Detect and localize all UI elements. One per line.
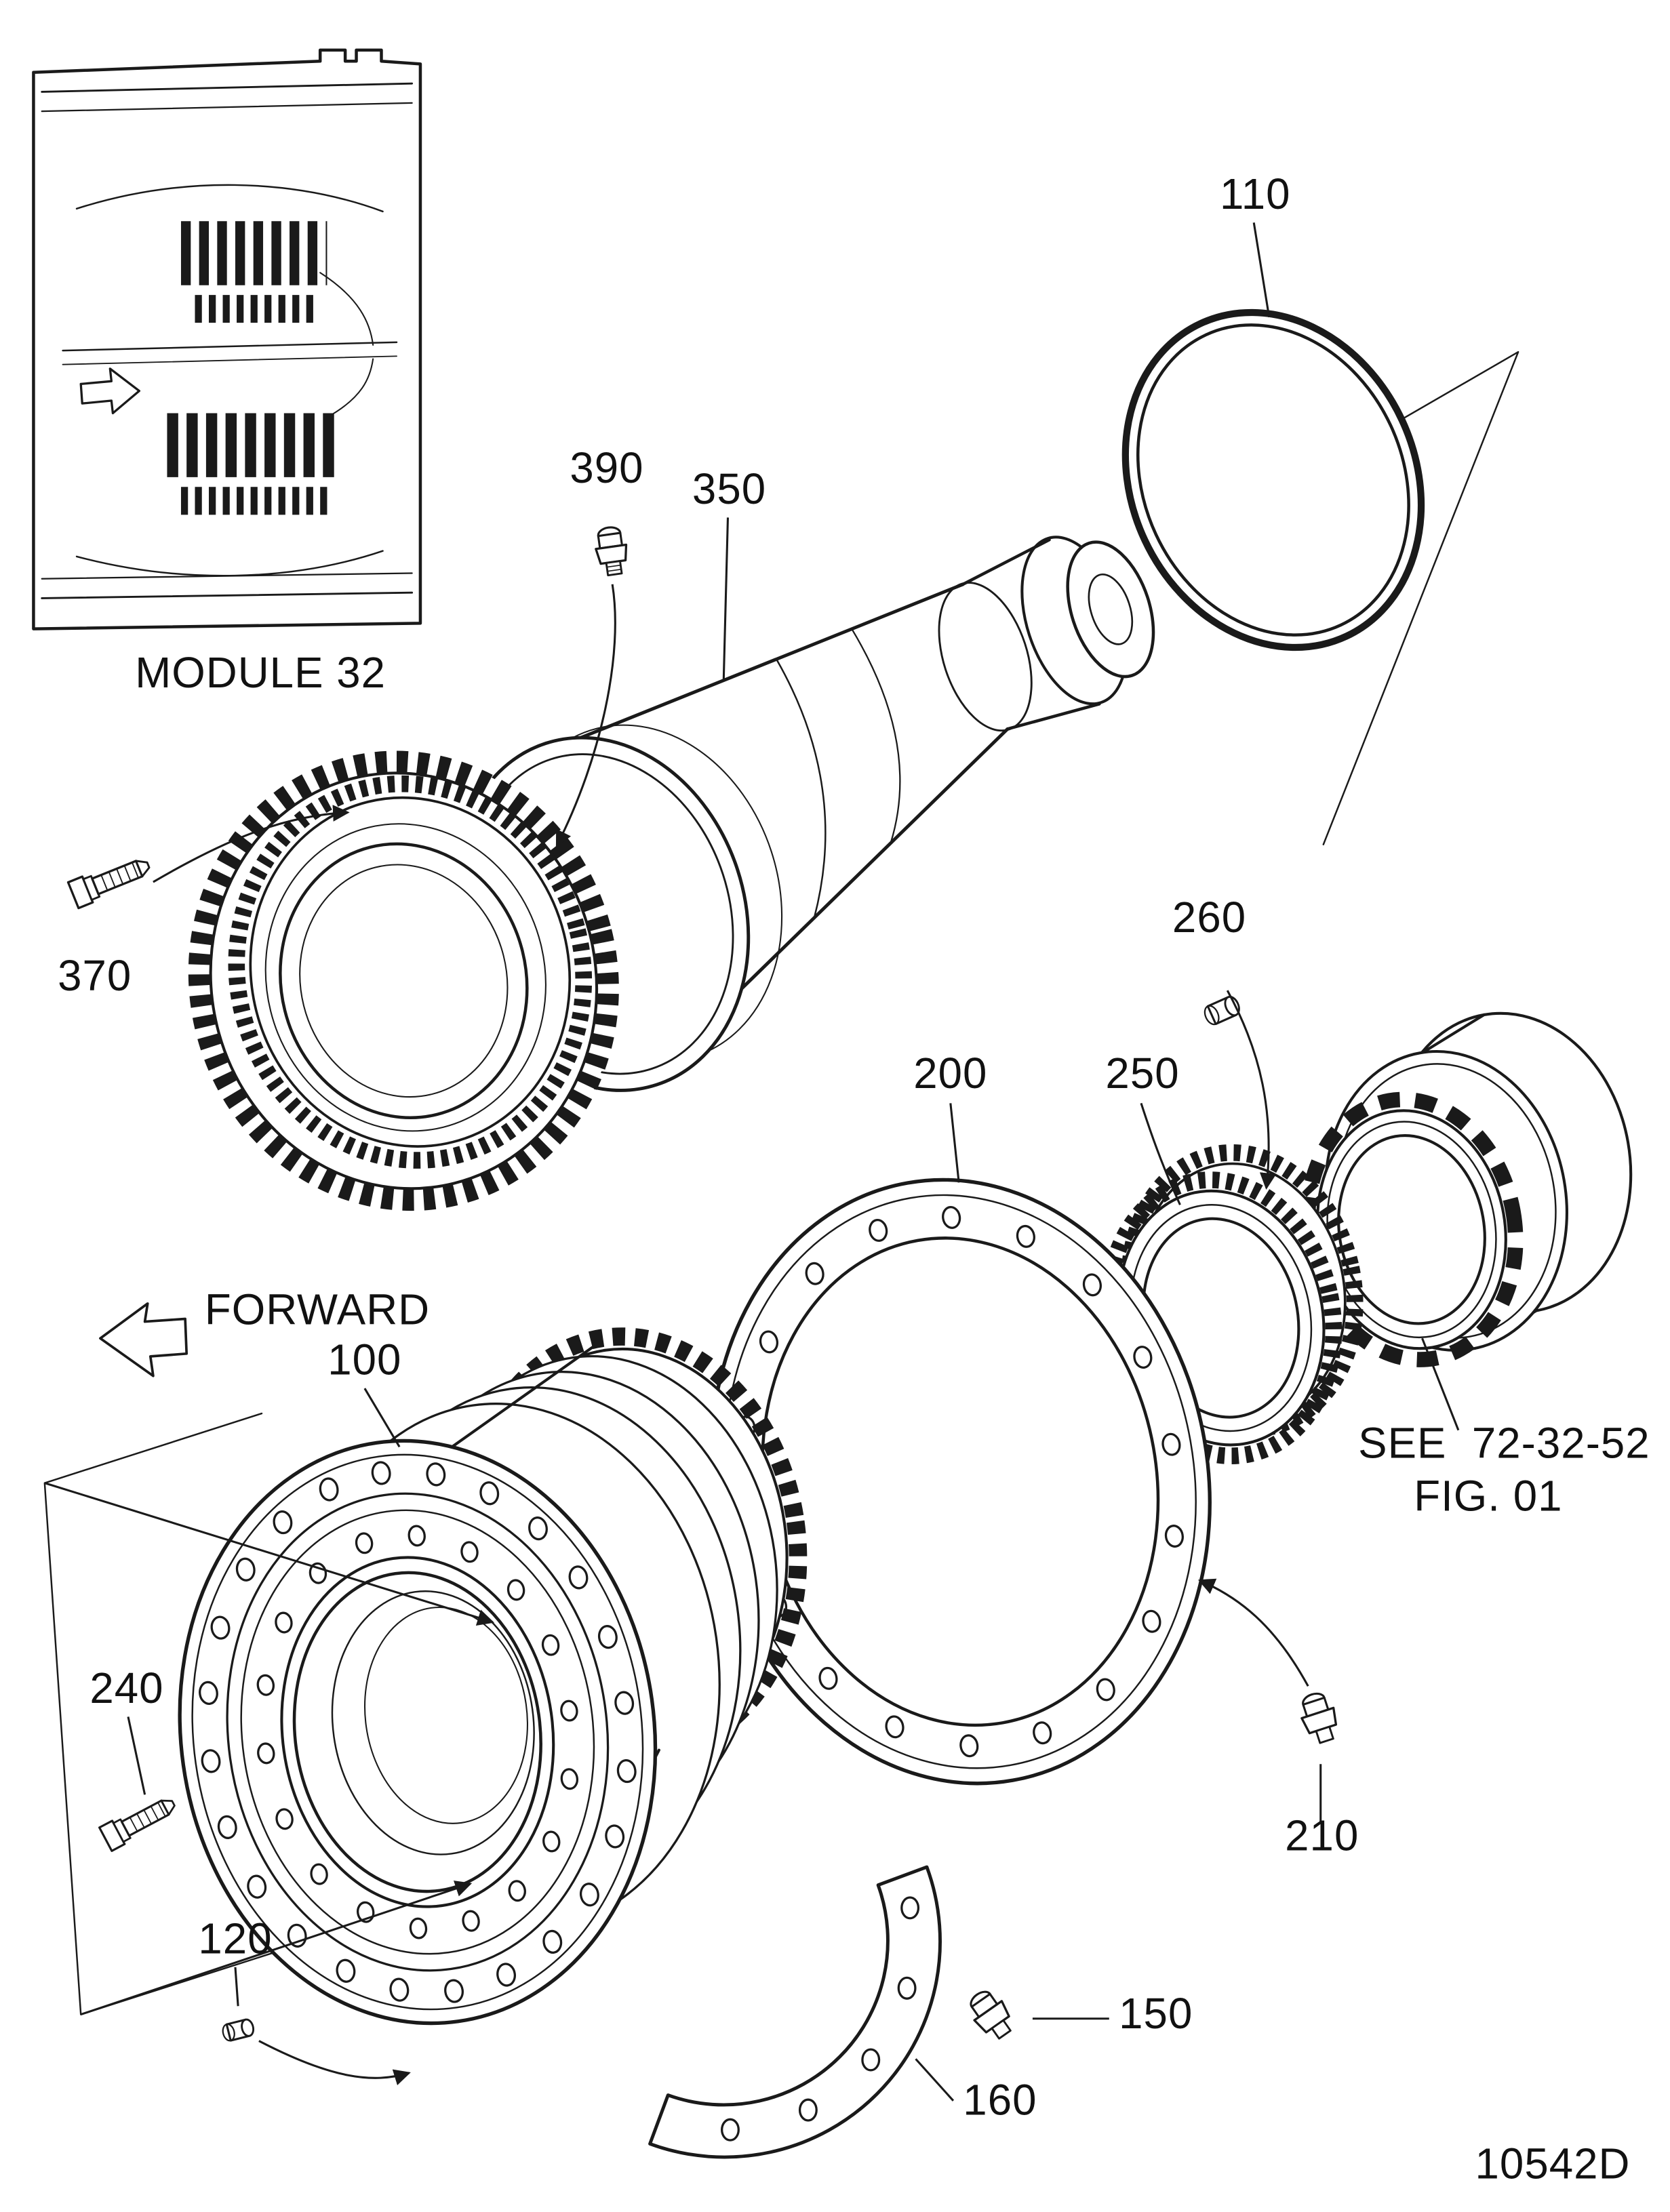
callout-110: 110 (1220, 170, 1291, 218)
callout-210: 210 (1285, 1811, 1359, 1859)
see-reference-fig: FIG. 01 (1414, 1472, 1562, 1521)
leader-120-install (258, 2040, 411, 2086)
section-line-a (44, 1482, 495, 1626)
fitting-390 (595, 526, 628, 577)
callout-350: 350 (692, 465, 766, 513)
leader-110 (1252, 222, 1271, 318)
leader-240 (127, 1716, 146, 1795)
callout-150: 150 (1119, 1990, 1193, 2038)
part-geared-ring-front (188, 750, 619, 1211)
leader-390 (555, 584, 616, 847)
leader-200 (949, 1103, 960, 1183)
part-160-segment (648, 1865, 942, 2159)
drawing-number: 10542D (1475, 2140, 1631, 2188)
leader-260 (1226, 990, 1277, 1190)
callout-100: 100 (327, 1336, 401, 1384)
leader-210-install (1197, 1578, 1309, 1687)
callout-labels: 110 390 350 370 260 200 250 100 240 120 … (58, 170, 1359, 2125)
leader-160 (915, 2058, 955, 2102)
forward-arrow-icon (99, 1302, 188, 1378)
leader-350 (722, 517, 730, 679)
callout-260: 260 (1172, 893, 1246, 942)
inset-pointer-arrow-icon (79, 367, 141, 415)
engine-cross-section (41, 82, 414, 599)
bolt-370 (66, 860, 151, 910)
forward-label: FORWARD (205, 1286, 430, 1334)
callout-240: 240 (90, 1664, 163, 1712)
leader-100 (363, 1388, 401, 1448)
fitting-210 (1300, 1692, 1338, 1744)
leader-120 (234, 1967, 239, 2007)
callout-160: 160 (963, 2076, 1037, 2124)
module-32-inset (32, 48, 422, 630)
callout-250: 250 (1105, 1049, 1179, 1098)
leader-lines (44, 222, 1460, 2102)
callout-120: 120 (198, 1914, 272, 1963)
leader-see-ref (1421, 1338, 1460, 1431)
see-reference: SEE 72-32-52 (1358, 1420, 1650, 1468)
part-110-oring (1121, 308, 1425, 651)
plug-120 (222, 2018, 255, 2042)
part-seal-housing-drum (1300, 1011, 1633, 1367)
bolt-240 (98, 1799, 176, 1852)
witness-line-right (1322, 350, 1519, 845)
plug-260 (1204, 995, 1240, 1026)
segment-holes (721, 1896, 920, 2141)
bolt-holes (256, 1525, 579, 1939)
fitting-150 (970, 1990, 1012, 2040)
leader-250 (1140, 1102, 1181, 1205)
module-label: MODULE 32 (135, 649, 386, 697)
callout-390: 390 (570, 444, 643, 492)
part-100-hub (178, 1327, 808, 2026)
callout-200: 200 (913, 1049, 987, 1098)
section-line-b (80, 1881, 473, 2016)
callout-370: 370 (58, 952, 132, 1000)
leader-370 (153, 805, 350, 883)
witness-line-left (43, 1412, 299, 2015)
bolt-holes (199, 1461, 637, 2003)
